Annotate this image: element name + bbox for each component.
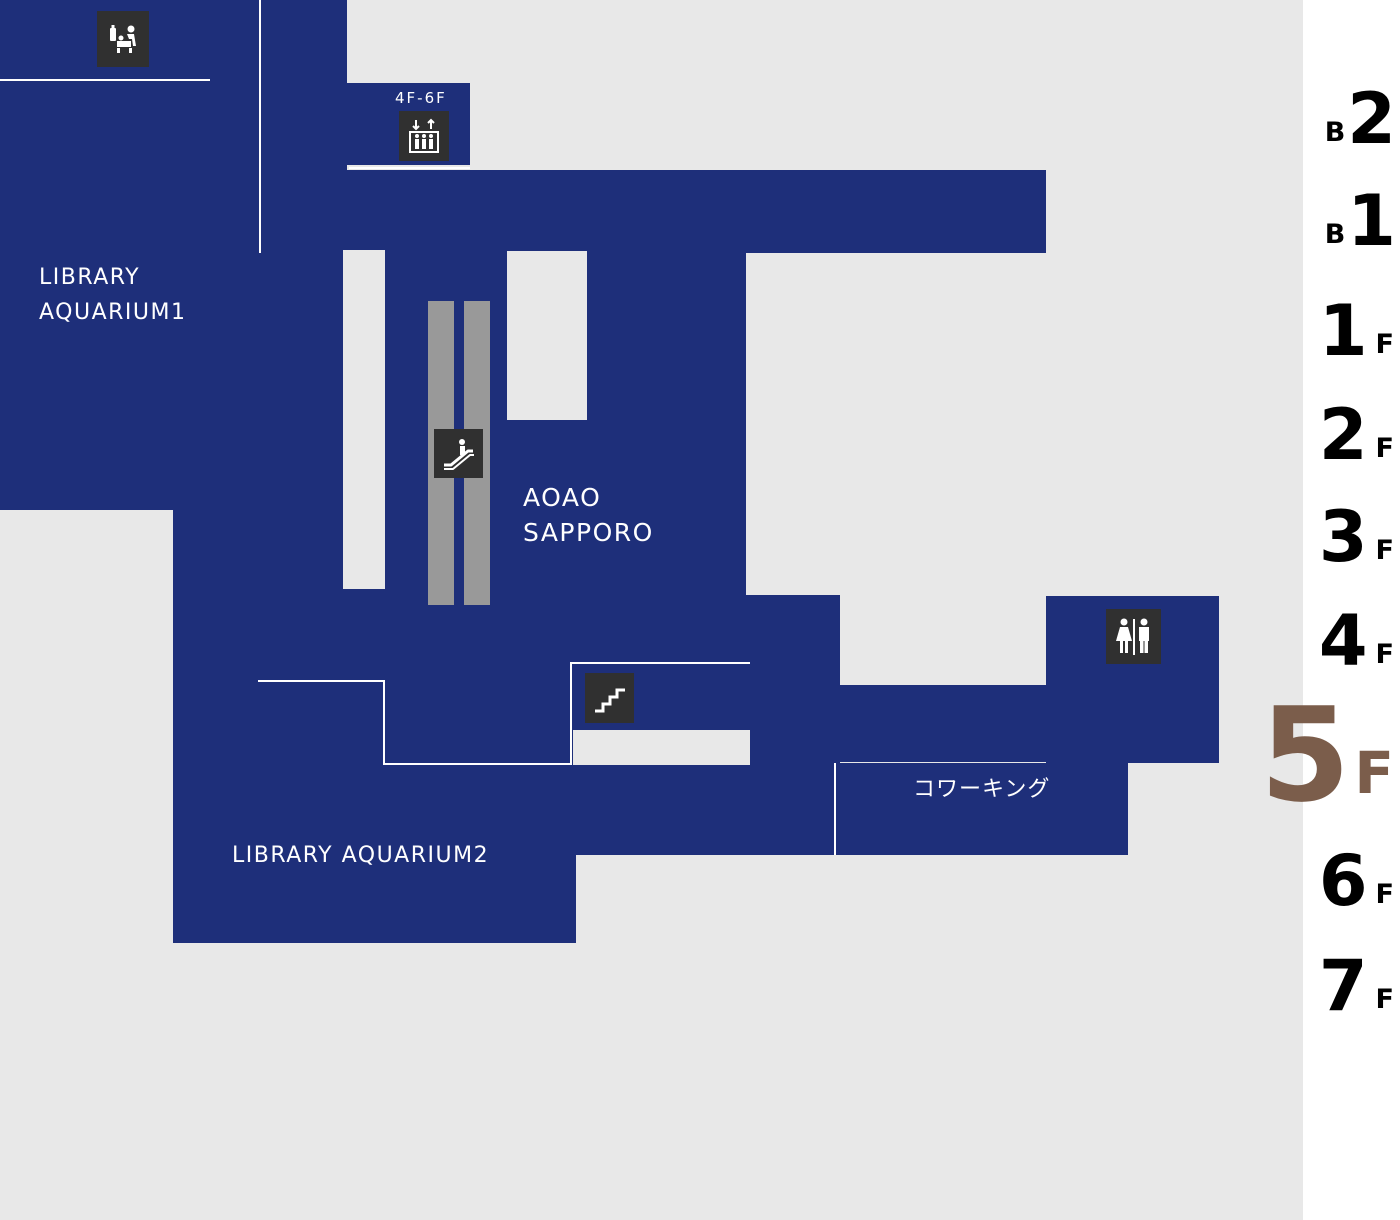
floor-suffix: F: [1375, 433, 1394, 464]
area-south-corridor: [576, 763, 1128, 855]
floor-number: 6: [1318, 840, 1368, 922]
elevator-icon-glyph: [409, 118, 439, 153]
floor-number: 5: [1259, 679, 1350, 831]
aoao-sapporo-label-line1: AOAO: [523, 483, 602, 512]
floor-prefix: B: [1324, 219, 1346, 250]
void-stair-gap: [573, 730, 750, 765]
void-areas: [343, 250, 750, 765]
floor-suffix: F: [1375, 535, 1394, 566]
floor-number: 4: [1318, 600, 1368, 682]
elevator-icon[interactable]: [399, 111, 449, 161]
floor-map-shapes: [0, 0, 1219, 943]
floor-number: 7: [1318, 945, 1368, 1027]
restroom-icon[interactable]: [1106, 609, 1161, 664]
area-library-aquarium2-block: [173, 763, 576, 943]
floor-number: 1: [1318, 290, 1368, 372]
escalator-icon-glyph: [443, 438, 474, 470]
library-aquarium1-label: LIBRARY AQUARIUM1: [39, 260, 187, 330]
floor-number: 1: [1347, 180, 1396, 262]
library-aquarium2-label: LIBRARY AQUARIUM2: [232, 843, 490, 868]
floor-number: 2: [1318, 394, 1368, 476]
stairs-icon-glyph: [594, 688, 625, 713]
library-aquarium1-label-line1: LIBRARY: [39, 265, 141, 290]
library-aquarium1-label-line2: AQUARIUM1: [39, 300, 187, 325]
floor-suffix: F: [1375, 639, 1394, 670]
void-atrium: [507, 251, 587, 420]
floor-suffix: F: [1375, 984, 1394, 1015]
floor-map: LIBRARY AQUARIUM1 AOAO SAPPORO LIBRARY A…: [0, 0, 1219, 943]
floor-number: 2: [1347, 78, 1396, 160]
void-left-shaft: [343, 250, 385, 589]
coworking-label: コワーキング: [913, 777, 1051, 802]
restroom-icon-glyph: [1115, 618, 1149, 655]
aoao-sapporo-label: AOAO SAPPORO: [523, 480, 654, 550]
stairs-icon[interactable]: [585, 673, 634, 723]
escalator-icon[interactable]: [434, 429, 483, 478]
area-north-corridor: [347, 170, 1046, 253]
aoao-sapporo-label-line2: SAPPORO: [523, 518, 654, 547]
partition-line: [258, 662, 750, 765]
floor-suffix: F: [1375, 329, 1394, 360]
partition-lines: [0, 0, 836, 855]
floor-suffix: F: [1354, 739, 1394, 807]
floor-number: 3: [1318, 496, 1368, 578]
elevator-floors-label: 4F-6F: [395, 89, 447, 107]
floor-prefix: B: [1324, 117, 1346, 148]
baby-care-icon[interactable]: [97, 11, 149, 67]
floor-suffix: F: [1375, 879, 1394, 910]
baby-care-icon-glyph: [110, 25, 136, 53]
